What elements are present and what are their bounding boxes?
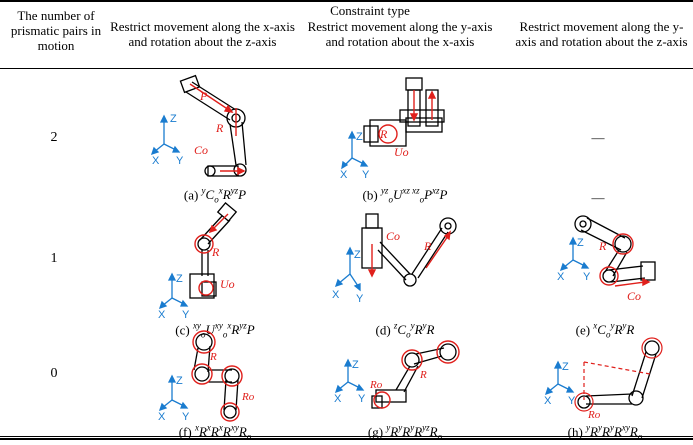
label-c-d: Co — [386, 229, 400, 243]
axis-z-b: Z — [356, 131, 363, 143]
mechanism-c: R Uo Z X Y — [158, 201, 238, 321]
label-c-a: Co — [194, 143, 208, 157]
caption-b: (b) yzoUxz xzoPxzP — [362, 186, 448, 205]
label-c-e: Co — [627, 289, 641, 303]
empty-cell-dash: — — [591, 130, 605, 145]
axis-y-b: Y — [362, 169, 370, 181]
caption-c: (c) xyoUxyoxRyzP — [175, 321, 255, 340]
axis-y-a: Y — [176, 155, 184, 167]
row-count-2: 2 — [50, 130, 58, 145]
axis-z-a: Z — [170, 113, 177, 125]
row-count-0: 0 — [50, 366, 58, 381]
empty-caption-dash: — — [591, 190, 605, 205]
axis-x-g: X — [334, 393, 342, 405]
axis-x-b: X — [340, 169, 348, 181]
mechanism-g: R Ro Z X Y — [334, 340, 460, 409]
mechanism-d: Co R Z X Y — [332, 213, 457, 305]
table-bottom-rule-2 — [0, 436, 693, 437]
axis-z-d: Z — [354, 249, 361, 261]
label-r-f1: R — [209, 351, 217, 363]
caption-e: (e) xCoyRyR — [575, 321, 635, 340]
caption-f: (f) xRxRxRxyRo — [178, 423, 252, 442]
label-u-c: Uo — [220, 277, 235, 291]
axis-z-g: Z — [352, 359, 359, 371]
axis-z-h: Z — [562, 361, 569, 373]
axis-x-c: X — [158, 309, 166, 321]
table-top-rule — [0, 0, 693, 2]
mechanism-a: P R Co Z X Y — [150, 74, 247, 177]
axis-z-e: Z — [577, 237, 584, 249]
header-constraint-type: Constraint type — [330, 3, 410, 18]
mechanism-h: Ro Z X Y — [544, 337, 663, 421]
header-prismatic-count: The number of prismatic pairs in motion — [10, 8, 102, 53]
label-r-a: R — [215, 121, 224, 135]
caption-d: (d) zCoyRyR — [375, 321, 435, 340]
axis-y-e: Y — [583, 271, 591, 283]
axis-x-e: X — [557, 271, 565, 283]
label-p-a: P — [199, 89, 208, 103]
header-col-x-z: Restrict movement along the x-axis and r… — [110, 19, 295, 49]
caption-g: (g) yRyRyRyzRo — [367, 423, 443, 442]
axis-x-f: X — [158, 411, 166, 423]
header-col-y-z: Restrict movement along the y-axis and r… — [515, 19, 688, 49]
label-r-e: R — [598, 239, 607, 253]
axis-x-a: X — [152, 155, 160, 167]
label-u-b: Uo — [394, 145, 409, 159]
caption-h: (h) yRyRyRxyRo — [567, 423, 643, 442]
mechanism-f: R Ro Z X Y — [158, 330, 255, 423]
axis-y-h: Y — [568, 395, 576, 407]
axis-y-d: Y — [356, 293, 364, 305]
label-r-d: R — [423, 239, 432, 253]
row-count-1: 1 — [50, 251, 58, 266]
header-col-y-x: Restrict movement along the y-axis and r… — [307, 19, 493, 49]
caption-a: (a) yCoxRyzP — [183, 186, 247, 205]
axis-y-f: Y — [182, 411, 190, 423]
axis-z-c: Z — [176, 273, 183, 285]
label-r-f2: Ro — [241, 391, 255, 403]
label-r-g2: Ro — [369, 379, 383, 391]
label-r-b: R — [379, 127, 388, 141]
mechanism-e: R Co Z X Y — [557, 215, 656, 303]
axis-y-g: Y — [358, 393, 366, 405]
axis-y-c: Y — [182, 309, 190, 321]
label-r-c: R — [211, 245, 220, 259]
table-bottom-rule — [0, 438, 693, 440]
axis-x-h: X — [544, 395, 552, 407]
axis-z-f: Z — [176, 375, 183, 387]
label-r-g1: R — [419, 369, 427, 381]
label-r-h: Ro — [587, 409, 601, 421]
axis-x-d: X — [332, 289, 340, 301]
mechanism-b: R Uo Z X Y — [340, 77, 445, 181]
header-bottom-rule — [0, 68, 693, 69]
